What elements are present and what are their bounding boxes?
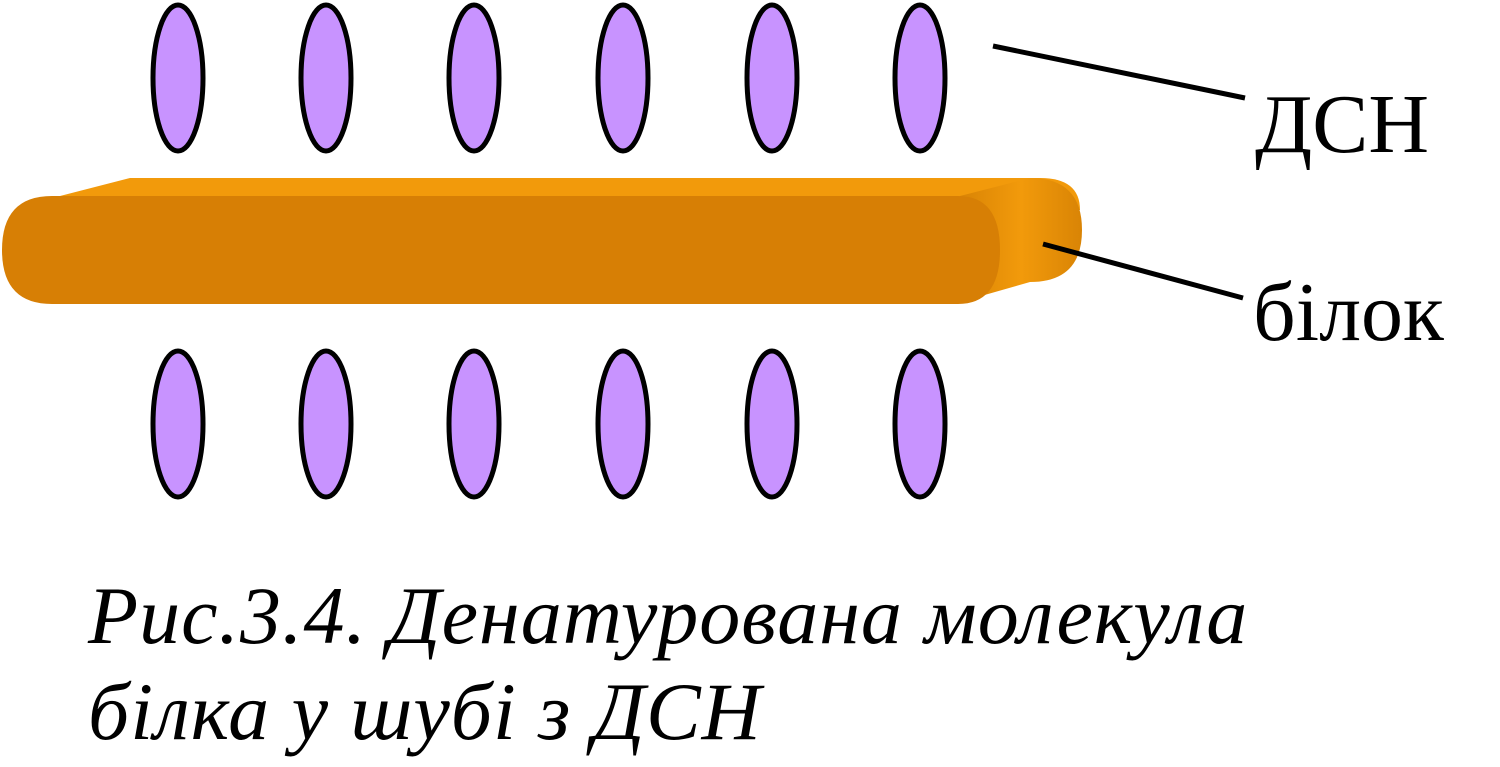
sds-molecule-bottom-2 bbox=[298, 348, 354, 500]
sds-molecule-bottom-5 bbox=[744, 348, 800, 500]
sds-molecule-bottom-3 bbox=[446, 348, 502, 500]
caption-line-1: Рис.3.4. Денатурована молекула bbox=[88, 570, 1249, 661]
sds-molecules-top-row bbox=[150, 2, 948, 154]
sds-molecule-top-1 bbox=[150, 2, 206, 154]
sds-molecule-bottom-4 bbox=[595, 348, 651, 500]
protein-pointer-line bbox=[1042, 241, 1244, 301]
sds-molecule-top-2 bbox=[298, 2, 354, 154]
sds-molecule-top-3 bbox=[446, 2, 502, 154]
figure-caption: Рис.3.4. Денатурована молекула білка у ш… bbox=[88, 568, 1468, 760]
protein-rod-front-face bbox=[2, 196, 1000, 304]
sds-molecule-top-6 bbox=[892, 2, 948, 154]
sds-label: ДСН bbox=[1255, 78, 1429, 171]
sds-molecules-bottom-row bbox=[150, 348, 948, 500]
sds-pointer-line bbox=[992, 43, 1246, 101]
sds-molecule-top-5 bbox=[744, 2, 800, 154]
protein-label: білок bbox=[1253, 266, 1444, 359]
caption-line-2: білка у шубі з ДСН bbox=[88, 666, 762, 757]
sds-molecule-bottom-1 bbox=[150, 348, 206, 500]
protein-molecule-rod bbox=[2, 178, 1082, 304]
sds-molecule-top-4 bbox=[595, 2, 651, 154]
sds-molecule-bottom-6 bbox=[892, 348, 948, 500]
